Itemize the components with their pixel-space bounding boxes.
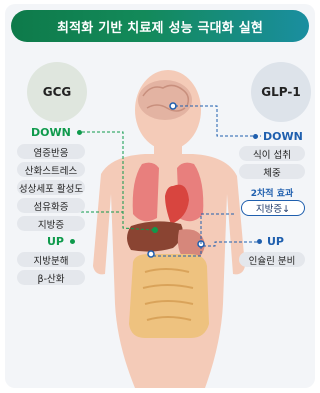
- glp1-up-label: UP: [257, 235, 284, 248]
- blue-dot-icon: [253, 134, 258, 139]
- gcg-up-item: 지방분해: [17, 252, 85, 267]
- gcg-hormone-circle: GCG: [27, 62, 87, 122]
- title-banner: 최적화 기반 치료제 성능 극대화 실현: [11, 10, 309, 42]
- glp1-down-item: 체중: [239, 164, 305, 179]
- gcg-down-item: 지방증: [17, 216, 85, 231]
- gcg-down-item: 산화스트레스: [17, 162, 85, 177]
- gcg-down-item: 염증반응: [17, 144, 85, 159]
- gcg-down-item: 섬유화증: [17, 198, 85, 213]
- gcg-up-label: UP: [47, 235, 75, 248]
- glp1-down-label: DOWN: [253, 130, 303, 143]
- glp1-hormone-circle: GLP-1: [251, 62, 311, 122]
- green-dot-icon: [77, 130, 82, 135]
- gcg-up-item: β-산화: [17, 270, 85, 285]
- gcg-down-item: 성상세포 활성도: [17, 180, 85, 195]
- glp1-up-item: 인슐린 분비: [239, 252, 305, 267]
- gcg-down-label: DOWN: [31, 126, 82, 139]
- infographic-card: 최적화 기반 치료제 성능 극대화 실현 GCG GLP-1 DOWN 염증반응…: [5, 4, 315, 388]
- intestines-organ: [129, 254, 209, 338]
- brain-organ: [138, 80, 192, 120]
- secondary-effect-item: 지방증↓: [241, 200, 305, 216]
- glp1-down-item: 식이 섭취: [239, 146, 305, 161]
- secondary-effect-label: 2차적 효과: [239, 186, 305, 199]
- green-dot-icon: [70, 239, 75, 244]
- blue-dot-icon: [257, 239, 262, 244]
